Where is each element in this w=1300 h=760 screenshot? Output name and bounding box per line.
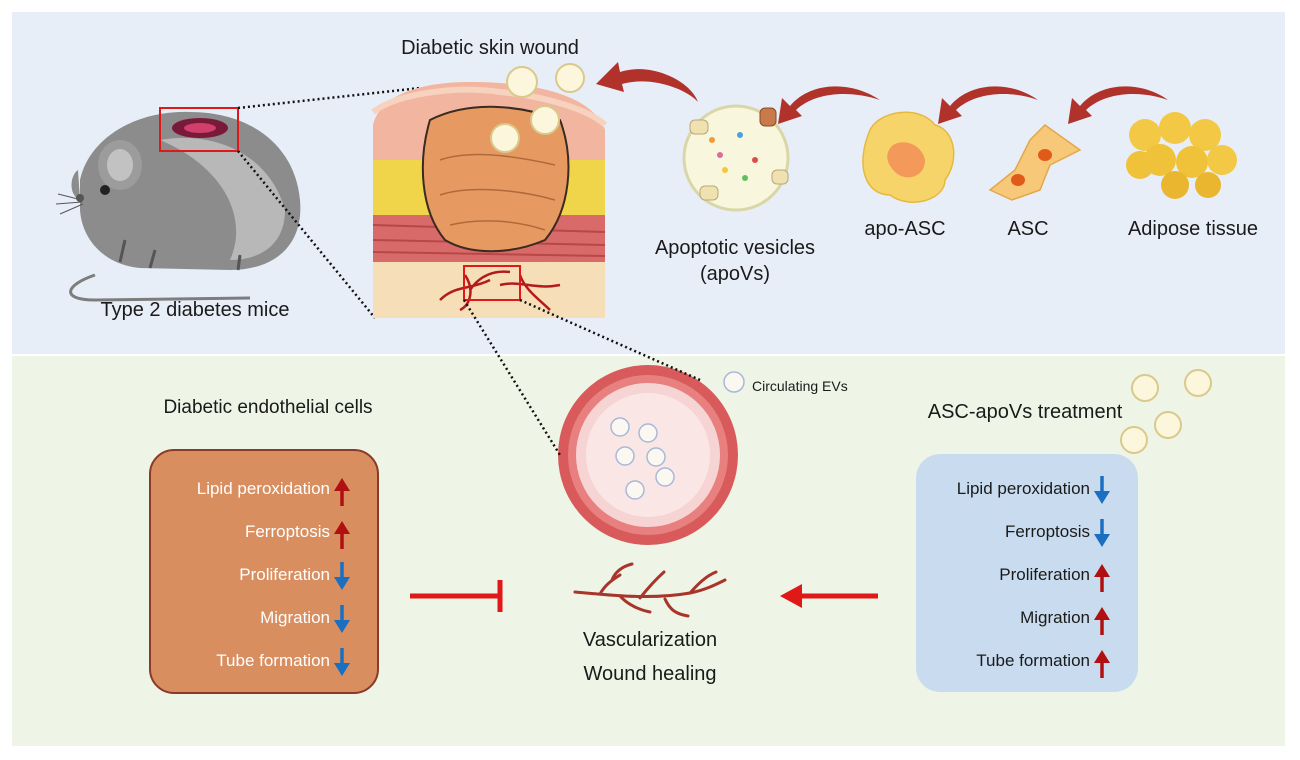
zoom-line [237,86,421,110]
apovs-label-line1: Apoptotic vesicles [654,237,816,259]
right_box-item: Ferroptosis [1004,522,1090,541]
promotion-arrow [780,584,878,608]
wound-healing-label: Wound healing [583,663,717,685]
left_box-item: Ferroptosis [244,522,330,541]
down-arrow-icon [1094,519,1110,547]
circulating-ev-icon [723,371,745,393]
blood-vessel-cross-section [558,365,738,545]
apoptotic-vesicle-icon [682,104,790,212]
mouse-illustration [55,111,301,302]
treatment-box [916,454,1138,692]
left-box-arrows [334,478,350,676]
up-arrow-icon [334,478,350,506]
apovs-label-line2: (apoVs) [699,263,771,285]
right_box-item: Migration [1020,608,1090,627]
zoom-line [237,150,376,319]
skin-section [371,82,608,318]
left_box-item: Lipid peroxidation [196,479,330,498]
up-arrow-icon [334,521,350,549]
apo-asc-label: apo-ASC [864,218,946,240]
down-arrow-icon [1094,476,1110,504]
right-box-arrows [1094,476,1110,678]
treatment-title: ASC-apoVs treatment [927,401,1123,423]
left_box-item: Migration [260,608,330,627]
zoom-line [462,299,562,456]
vessel-branch-icon [573,562,727,618]
left_box-item: Proliferation [239,565,330,584]
asc-label: ASC [1007,218,1049,240]
up-arrow-icon [1094,607,1110,635]
down-arrow-icon [334,605,350,633]
vascularization-label: Vascularization [582,629,718,651]
asc-cell-icon [988,124,1082,201]
apovs-icon [490,63,585,153]
wound-highlight-box [159,107,239,152]
mice-label: Type 2 diabetes mice [100,299,290,321]
up-arrow-icon [1094,564,1110,592]
down-arrow-icon [334,648,350,676]
right_box-item: Proliferation [999,565,1090,584]
inhibition-arrow [410,580,503,612]
pathway-arrows [596,62,1168,124]
wound-title: Diabetic skin wound [401,37,579,59]
right_box-item: Tube formation [976,651,1090,670]
down-arrow-icon [334,562,350,590]
diabetic-ec-box [149,449,379,694]
vessel-highlight-box [463,265,521,301]
circulating-evs-label: Circulating EVs [752,378,848,394]
diabetic-ec-title: Diabetic endothelial cells [163,397,373,418]
adipose-label: Adipose tissue [1127,218,1259,240]
adipose-tissue-icon [1126,112,1237,199]
up-arrow-icon [1094,650,1110,678]
apovs-treatment-icon [1120,369,1212,454]
left_box-item: Tube formation [216,651,330,670]
apo-asc-cell-icon [862,111,955,203]
right_box-item: Lipid peroxidation [956,479,1090,498]
